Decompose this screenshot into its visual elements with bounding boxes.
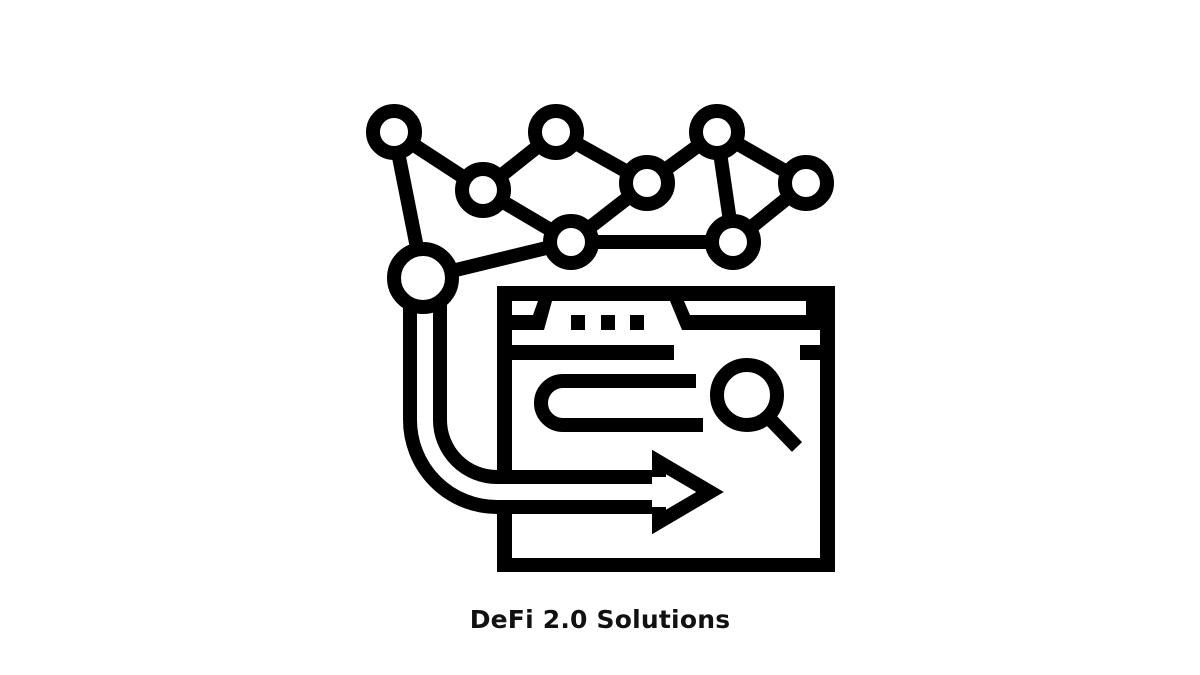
tab-bar-left bbox=[512, 301, 552, 330]
node-circle-icon bbox=[366, 104, 422, 160]
tab-dot-icon bbox=[630, 315, 644, 330]
arrow-mask bbox=[417, 300, 660, 500]
arrow-outer-line bbox=[403, 298, 652, 514]
tab-bar-right bbox=[670, 301, 820, 330]
arrowhead-icon bbox=[652, 449, 724, 535]
node-circle-icon bbox=[543, 214, 599, 270]
toolbar-line-right bbox=[800, 345, 820, 360]
window-bottom-border bbox=[497, 558, 835, 572]
node-circle-icon bbox=[778, 155, 834, 211]
node-circle-icon bbox=[689, 104, 745, 160]
node-circle-icon bbox=[705, 214, 761, 270]
node-circle-icon bbox=[619, 155, 675, 211]
tab-dot-icon bbox=[601, 315, 615, 330]
magnifier-icon bbox=[710, 358, 803, 452]
window-right-border bbox=[820, 286, 835, 572]
window-top-border bbox=[497, 286, 835, 301]
node-circle-icon bbox=[455, 162, 511, 218]
search-bar-icon bbox=[534, 374, 703, 432]
toolbar-line bbox=[512, 345, 674, 360]
caption-title: DeFi 2.0 Solutions bbox=[469, 605, 731, 634]
window-left-border bbox=[497, 286, 512, 572]
network-nodes bbox=[366, 104, 834, 270]
tab-dot-icon bbox=[571, 315, 585, 330]
arrow-inner-line bbox=[433, 298, 652, 484]
node-circle-large-icon bbox=[387, 242, 459, 314]
arrow-icon bbox=[403, 298, 724, 535]
node-circle-icon bbox=[528, 104, 584, 160]
